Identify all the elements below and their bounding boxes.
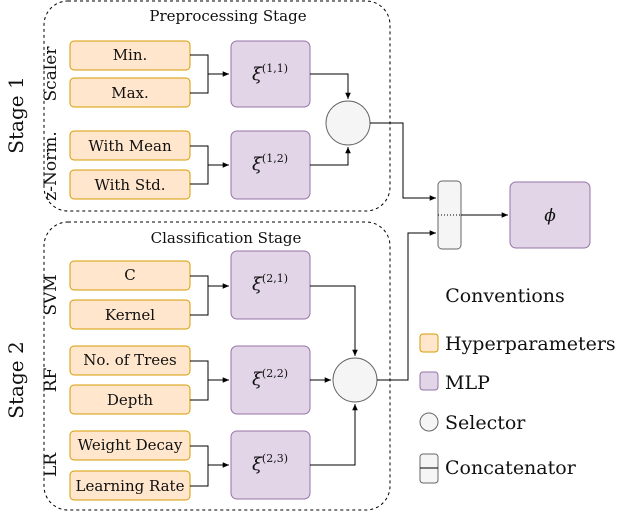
legend-hyperparameter-swatch: [419, 333, 439, 353]
preprocessing-stage-title: Preprocessing Stage: [149, 7, 306, 25]
group-label-rf: RF: [41, 368, 61, 393]
mlp-label: ξ(2,1): [252, 272, 288, 295]
legend-concatenator-label: Concatenator: [445, 457, 577, 479]
conventions-title: Conventions: [445, 285, 565, 307]
mlp-box: [230, 430, 311, 500]
hyperparameter-label: Weight Decay: [78, 436, 183, 454]
classification-stage-title: Classification Stage: [151, 229, 302, 247]
mlp-box: [230, 345, 311, 415]
stage-2-label: Stage 2: [4, 341, 28, 418]
output-mlp-label: ϕ: [544, 206, 556, 226]
stage-1-label: Stage 1: [4, 76, 28, 153]
selector-stage-1: [325, 100, 371, 146]
preprocessing-stage-box: [43, 0, 391, 212]
group-label-svm: SVM: [41, 274, 61, 315]
mlp-label: ξ(1,1): [252, 62, 288, 85]
hyperparameter-label: With Mean: [88, 137, 172, 155]
mlp-box: [230, 250, 311, 320]
legend-selector-swatch: [419, 412, 439, 432]
hyperparameter-label: C: [124, 266, 135, 284]
hyperparameter-label: Depth: [107, 391, 154, 409]
hyperparameter-label: With Std.: [94, 176, 165, 194]
mlp-label: ξ(1,2): [252, 152, 288, 175]
selector-stage-2: [332, 357, 378, 403]
legend-mlp-label: MLP: [445, 372, 490, 394]
hyperparameter-label: Kernel: [105, 306, 155, 324]
legend-mlp-swatch: [419, 371, 439, 391]
mlp-box: [230, 130, 311, 200]
legend-selector-label: Selector: [445, 412, 526, 434]
group-label-lr: LR: [41, 452, 61, 477]
output-mlp-box: [509, 181, 591, 249]
hyperparameter-label: Max.: [111, 84, 149, 102]
legend-hyperparameter-label: Hyperparameters: [445, 333, 616, 355]
mlp-label: ξ(2,2): [252, 367, 288, 390]
hyperparameter-label: No. of Trees: [83, 351, 176, 369]
hyperparameter-label: Learning Rate: [76, 477, 185, 495]
mlp-label: ξ(2,3): [252, 452, 288, 475]
classification-stage-box: [43, 221, 391, 511]
group-label-scaler: Scaler: [41, 46, 61, 102]
group-label-znorm: z-Norm.: [41, 131, 61, 200]
hyperparameter-label: Min.: [113, 46, 148, 64]
